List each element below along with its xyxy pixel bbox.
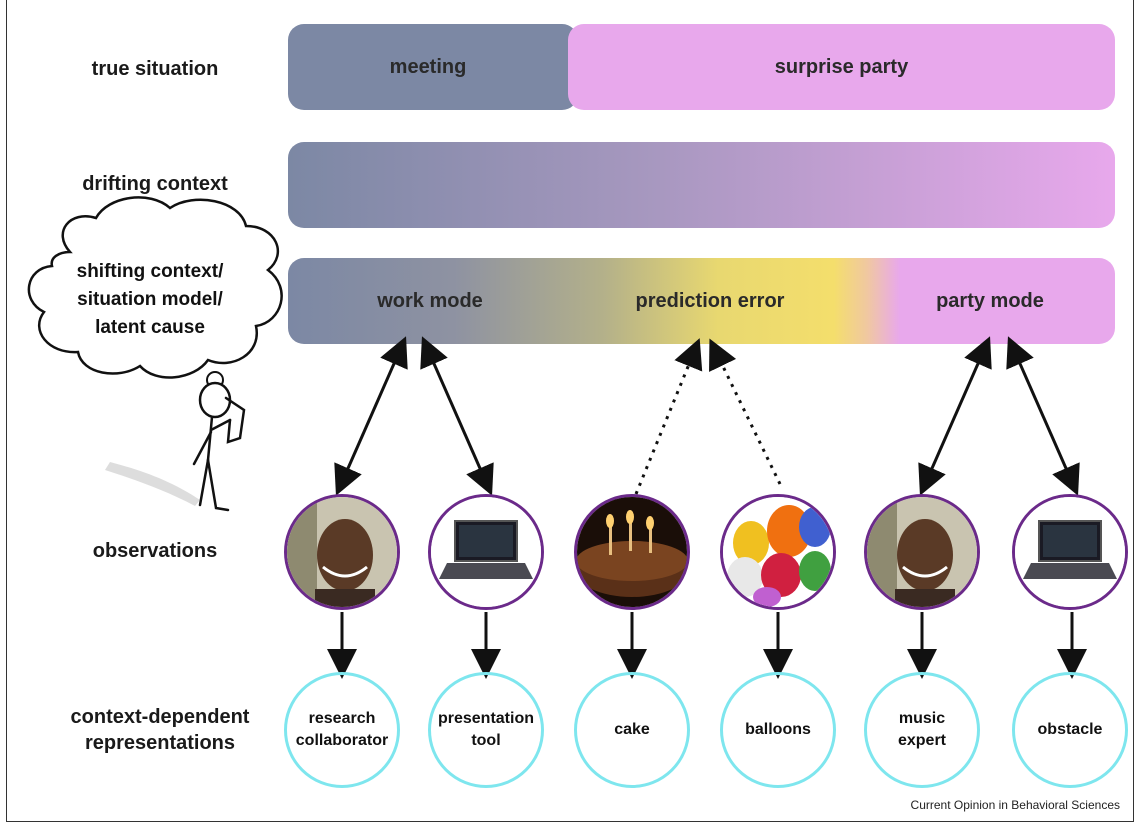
journal-credit: Current Opinion in Behavioral Sciences — [910, 798, 1120, 812]
rep-cake: cake — [574, 672, 690, 788]
label-representations: context-dependent representations — [70, 706, 250, 754]
prediction-error-label: prediction error — [635, 290, 785, 312]
laptop-icon — [431, 497, 541, 607]
observation-laptop-2 — [1012, 494, 1128, 610]
meeting-label: meeting — [389, 56, 467, 78]
arrow-balloons-error — [709, 338, 782, 485]
cake-photo — [577, 497, 687, 607]
label-observations: observations — [92, 540, 218, 562]
obs-rep-arrows — [327, 612, 1087, 679]
arrow-cake-error — [634, 338, 703, 495]
meeting-bar — [288, 24, 578, 110]
link-arrows — [334, 336, 1080, 496]
rep-text: balloons — [745, 721, 811, 738]
rep-presentation-tool: presentation tool — [428, 672, 544, 788]
arrow-work-obs1 — [334, 336, 408, 496]
label-shifting-context: shifting context/ situation model/ laten… — [76, 261, 224, 338]
rep-text: obstacle — [1037, 721, 1103, 738]
arrow-party-obs5 — [918, 336, 992, 496]
rep-balloons: balloons — [720, 672, 836, 788]
observation-laptop-1 — [428, 494, 544, 610]
rep-research-collaborator: research collaborator — [284, 672, 400, 788]
rep-text: music expert — [897, 710, 947, 749]
prediction-arrows — [634, 338, 782, 495]
observation-balloons — [720, 494, 836, 610]
rep-text: cake — [614, 721, 650, 738]
frame-border-right — [1133, 0, 1134, 822]
thought-cloud — [27, 196, 283, 379]
stick-figure — [192, 381, 246, 512]
observation-person-1 — [284, 494, 400, 610]
shifting-context-bar — [288, 258, 1115, 344]
party-mode-label: party mode — [936, 290, 1044, 312]
arrow-party-obs6 — [1006, 336, 1080, 496]
rep-text: research collaborator — [295, 710, 389, 749]
rep-music-expert: music expert — [864, 672, 980, 788]
work-mode-label: work mode — [377, 290, 483, 312]
rep-text: presentation tool — [437, 710, 534, 749]
drifting-context-bar — [288, 142, 1115, 228]
laptop-icon — [1015, 497, 1125, 607]
label-drifting-context: drifting context — [82, 173, 228, 195]
frame-border — [6, 0, 1134, 822]
surprise-party-label: surprise party — [774, 56, 909, 78]
observation-cake — [574, 494, 690, 610]
rep-obstacle: obstacle — [1012, 672, 1128, 788]
balloons-photo — [723, 497, 833, 607]
surprise-party-bar — [568, 24, 1115, 110]
label-true-situation: true situation — [91, 58, 219, 80]
person-photo — [867, 497, 977, 607]
figure-shadow — [105, 462, 200, 506]
observation-person-2 — [864, 494, 980, 610]
arrow-work-obs2 — [420, 336, 494, 496]
person-photo — [287, 497, 397, 607]
